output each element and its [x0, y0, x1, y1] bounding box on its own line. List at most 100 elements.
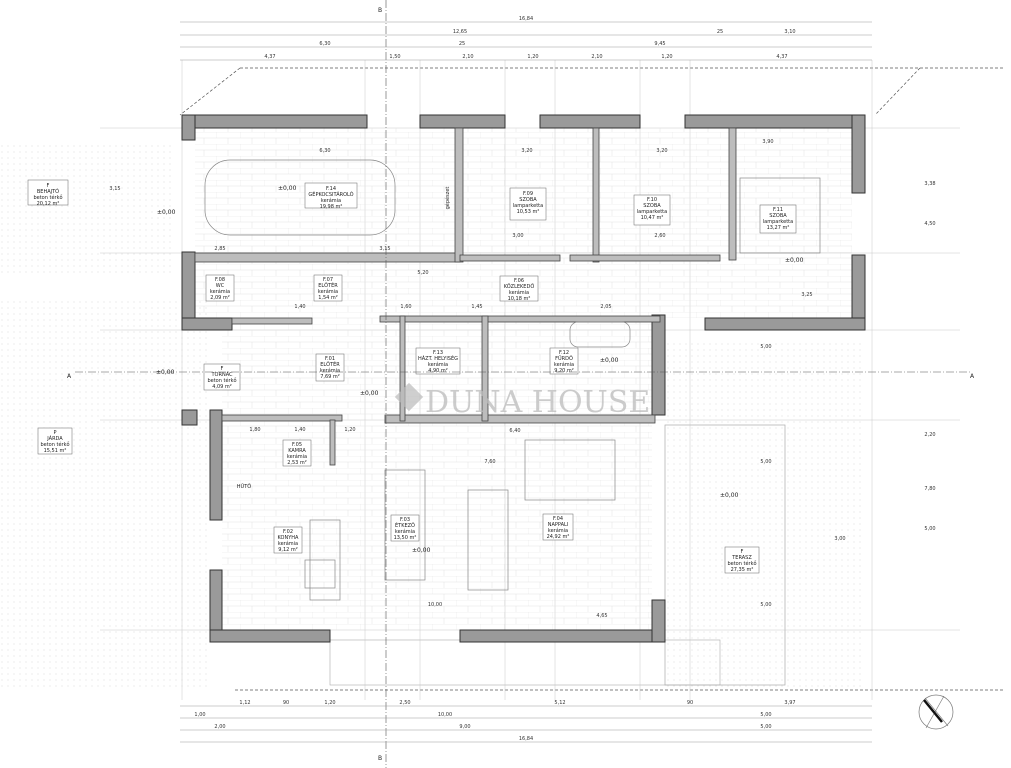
plan-text: 20,12 m² — [37, 201, 60, 207]
plan-text: NAPPALI — [548, 522, 569, 528]
plan-text: 2,85 — [214, 246, 225, 252]
plan-text: ELŐTÉR — [318, 281, 338, 289]
plan-text: ±0,00 — [720, 492, 739, 499]
plan-text: 2,09 m² — [210, 295, 230, 301]
plan-text: 5,00 — [760, 344, 771, 350]
plan-text: A — [970, 373, 975, 380]
level-markers: ±0,00 ±0,00 ±0,00 ±0,00 ±0,00 ±0,00 ±0,0… — [156, 185, 804, 554]
plan-text: B — [378, 7, 382, 14]
plan-text: 1,00 — [194, 712, 205, 718]
plan-text: beton térkő — [40, 441, 69, 448]
plan-text: KONYHA — [278, 535, 299, 541]
plan-text: 10,47 m² — [641, 215, 664, 221]
plan-text: 1,80 — [249, 427, 260, 433]
plan-text: 3,20 — [521, 148, 532, 154]
plan-text: 90 — [283, 700, 289, 706]
interior-walls — [194, 127, 737, 466]
plan-text: ±0,00 — [785, 257, 804, 264]
plan-text: 3,97 — [784, 700, 795, 706]
plan-text: 90 — [687, 700, 693, 706]
plan-text: ±0,00 — [412, 547, 431, 554]
plan-text: F.02 — [283, 529, 293, 535]
plan-text: lamparketta — [637, 209, 667, 215]
plan-text: 27,35 m² — [731, 567, 754, 573]
plan-text: 6,40 — [509, 428, 520, 434]
plan-text: 10,18 m² — [508, 296, 531, 302]
driveway-area — [0, 145, 175, 275]
plan-text: 10,00 — [428, 602, 442, 608]
plan-text: kerámia — [509, 289, 529, 296]
fridge-label: HŰTŐ — [237, 483, 251, 490]
plan-text: 5,00 — [760, 602, 771, 608]
plan-text: 9,12 m² — [278, 547, 298, 553]
plan-text: F.13 — [433, 350, 443, 356]
plan-text: 1,20 — [344, 427, 355, 433]
plan-text: beton térkő — [207, 377, 236, 384]
plan-text: F.05 — [292, 442, 302, 448]
dining-table — [384, 469, 426, 581]
plan-text: 1,40 — [294, 427, 305, 433]
plan-text: 3,90 — [762, 139, 773, 145]
plan-text: kerámia — [428, 361, 448, 368]
plan-text: KAMRA — [288, 448, 306, 454]
dimensions-interior: 6,30 3,20 3,20 3,90 2,85 3,15 5,20 1,40 … — [109, 139, 935, 619]
plan-text: 4,65 — [596, 613, 607, 619]
plan-text: 10,00 — [438, 712, 452, 718]
plan-text: kerámia — [395, 528, 415, 535]
plan-text: ±0,00 — [278, 185, 297, 192]
plan-text: ±0,00 — [600, 357, 619, 364]
plan-text: 2,10 — [462, 54, 473, 60]
plan-text: 4,37 — [776, 54, 787, 60]
plan-text: 5,00 — [760, 724, 771, 730]
plan-text: kerámia — [318, 288, 338, 295]
dimensions-top: 16,84 12,65 25 3,10 6,30 25 9,45 4,37 1,… — [180, 16, 872, 61]
plan-text: ÉTKEZŐ — [395, 521, 415, 529]
plan-text: F.01 — [325, 356, 335, 362]
roof-outline — [179, 67, 1005, 691]
plan-text: 2,50 — [399, 700, 410, 706]
plan-text: FÜRDŐ — [555, 355, 573, 362]
car-outline — [204, 159, 396, 236]
plan-text: 7,60 — [484, 459, 495, 465]
exterior-walls — [181, 114, 866, 643]
plan-text: 3,25 — [801, 292, 812, 298]
plan-text: 4,90 m² — [428, 368, 448, 374]
plan-text: GÉPKOCSITÁROLÓ — [308, 190, 353, 198]
plan-text: ±0,00 — [157, 209, 176, 216]
plan-text: kerámia — [554, 361, 574, 368]
plan-text: 5,00 — [924, 526, 935, 532]
plan-text: 2,20 — [924, 432, 935, 438]
plan-text: 7,69 m² — [320, 374, 340, 380]
plan-text: HÁZT. HELYISÉG — [418, 354, 458, 362]
plan-text: 3,15 — [379, 246, 390, 252]
plan-text: lamparketta — [513, 203, 543, 209]
plan-text: ±0,00 — [156, 369, 175, 376]
sofa — [467, 489, 509, 591]
plan-text: 13,50 m² — [394, 535, 417, 541]
plan-text: F.08 — [215, 277, 225, 283]
plan-text: 2,00 — [214, 724, 225, 730]
plan-text: 3,15 — [109, 186, 120, 192]
plan-text: 5,00 — [760, 459, 771, 465]
plan-text: 9,00 — [459, 724, 470, 730]
plan-text: F.06 — [514, 278, 524, 284]
plan-text: SZOBA — [519, 197, 537, 203]
plan-text: 6,30 — [319, 148, 330, 154]
